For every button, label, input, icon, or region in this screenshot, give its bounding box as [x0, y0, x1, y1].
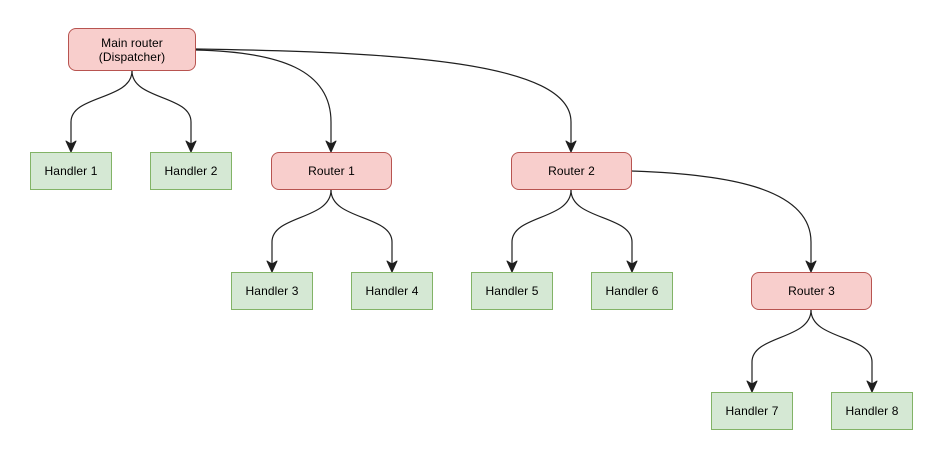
- node-label-handler-4: Handler 4: [365, 284, 419, 298]
- node-router-2[interactable]: Router 2: [511, 152, 632, 190]
- arrow-handler-6: [626, 260, 638, 273]
- edge-r3-h8: [810, 309, 873, 388]
- node-label-handler-2: Handler 2: [164, 164, 218, 178]
- arrow-router-2: [565, 140, 577, 153]
- arrow-handler-1: [65, 140, 77, 153]
- node-label-handler-3: Handler 3: [245, 284, 299, 298]
- node-label-router-2: Router 2: [548, 164, 595, 178]
- node-main-router[interactable]: Main router (Dispatcher): [68, 28, 196, 71]
- node-handler-1[interactable]: Handler 1: [30, 152, 112, 190]
- edge-r2-r3: [631, 170, 812, 268]
- node-handler-3[interactable]: Handler 3: [231, 272, 313, 310]
- node-handler-8[interactable]: Handler 8: [831, 392, 913, 430]
- node-label-handler-6: Handler 6: [605, 284, 659, 298]
- arrow-handler-8: [866, 380, 878, 393]
- node-handler-6[interactable]: Handler 6: [591, 272, 673, 310]
- arrow-router-1: [325, 140, 337, 153]
- arrow-handler-4: [386, 260, 398, 273]
- edge-main-r2: [195, 48, 572, 148]
- node-label-handler-5: Handler 5: [485, 284, 539, 298]
- arrow-handler-3: [266, 260, 278, 273]
- edge-main-r1: [195, 49, 332, 148]
- node-handler-2[interactable]: Handler 2: [150, 152, 232, 190]
- edge-r3-h7: [751, 309, 812, 388]
- node-handler-7[interactable]: Handler 7: [711, 392, 793, 430]
- edge-r1-h4: [330, 189, 393, 268]
- node-router-1[interactable]: Router 1: [271, 152, 392, 190]
- node-label-router-1: Router 1: [308, 164, 355, 178]
- edge-r2-h5: [511, 189, 572, 268]
- edges-group: [70, 48, 873, 388]
- node-label-router-3: Router 3: [788, 284, 835, 298]
- node-label-handler-1: Handler 1: [44, 164, 98, 178]
- node-label-handler-7: Handler 7: [725, 404, 779, 418]
- edge-main-h1: [70, 70, 133, 148]
- node-label-main-router: Main router (Dispatcher): [98, 35, 166, 64]
- node-label-handler-8: Handler 8: [845, 404, 899, 418]
- node-handler-4[interactable]: Handler 4: [351, 272, 433, 310]
- arrow-handler-5: [506, 260, 518, 273]
- arrow-handler-2: [185, 140, 197, 153]
- node-handler-5[interactable]: Handler 5: [471, 272, 553, 310]
- node-router-3[interactable]: Router 3: [751, 272, 872, 310]
- arrow-router-3: [805, 260, 817, 273]
- edge-main-h2: [131, 70, 192, 148]
- edge-r1-h3: [271, 189, 332, 268]
- arrow-handler-7: [746, 380, 758, 393]
- edge-r2-h6: [570, 189, 633, 268]
